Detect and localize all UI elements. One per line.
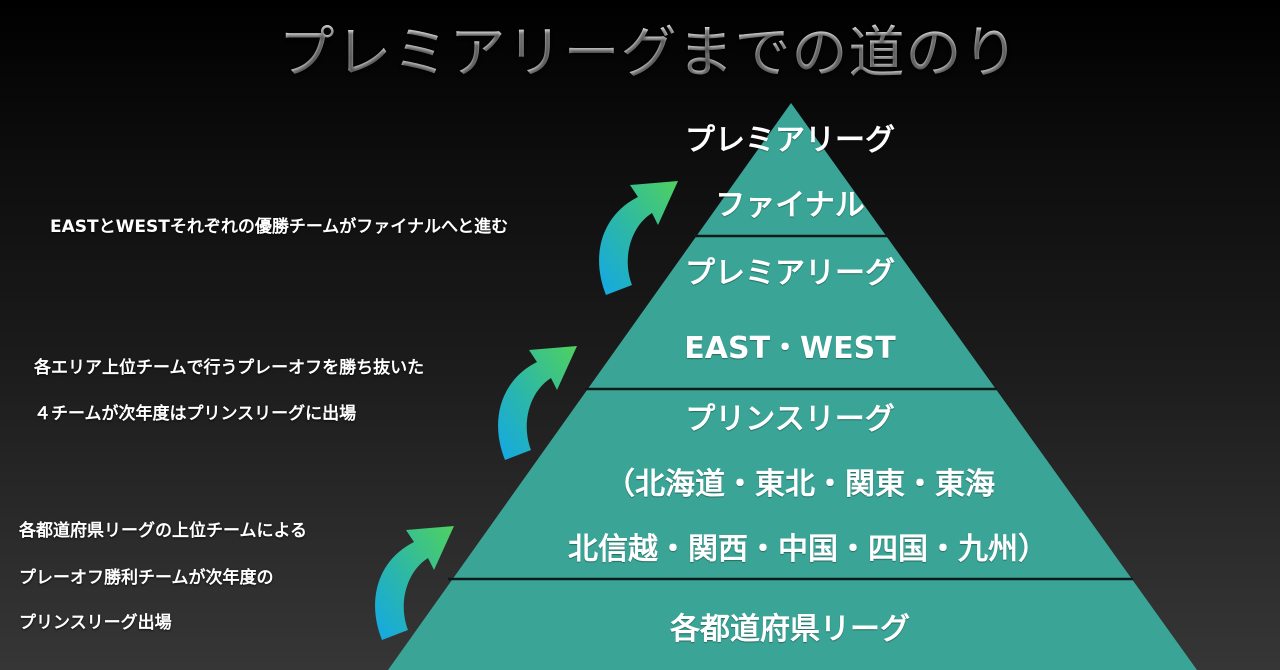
note-prince-promotion-line3: プリンスリーグ出場 [19, 613, 172, 633]
note-prince-promotion-line2: プレーオフ勝利チームが次年度の [19, 568, 274, 588]
tier-premier-east-west-line1: プレミアリーグ [685, 256, 895, 291]
tier-prince-league-line1: プリンスリーグ [685, 402, 895, 437]
tier-premier-final-line2: ファイナル [715, 188, 865, 223]
tier-prince-league-line2: （北海道・東北・関東・東海 [605, 467, 995, 502]
note-premier-promotion-line2: ４チームが次年度はプリンスリーグに出場 [34, 404, 357, 424]
promotion-arrow-final-icon [599, 181, 678, 295]
note-prince-promotion-line1: 各都道府県リーグの上位チームによる [19, 521, 307, 541]
tier-premier-east-west-line2: EAST・WEST [684, 331, 896, 366]
note-final-promotion: EASTとWESTそれぞれの優勝チームがファイナルへと進む [50, 217, 509, 237]
tier-premier-final-line1: プレミアリーグ [685, 123, 895, 158]
tier-prefectural-league-line1: 各都道府県リーグ [670, 612, 910, 647]
note-premier-promotion-line1: 各エリア上位チームで行うプレーオフを勝ち抜いた [34, 358, 425, 378]
page-title: プレミアリーグまでの道のり [0, 14, 1280, 94]
pyramid-shape [388, 103, 1197, 670]
tier-prince-league-line3: 北信越・関西・中国・四国・九州） [568, 532, 1048, 567]
